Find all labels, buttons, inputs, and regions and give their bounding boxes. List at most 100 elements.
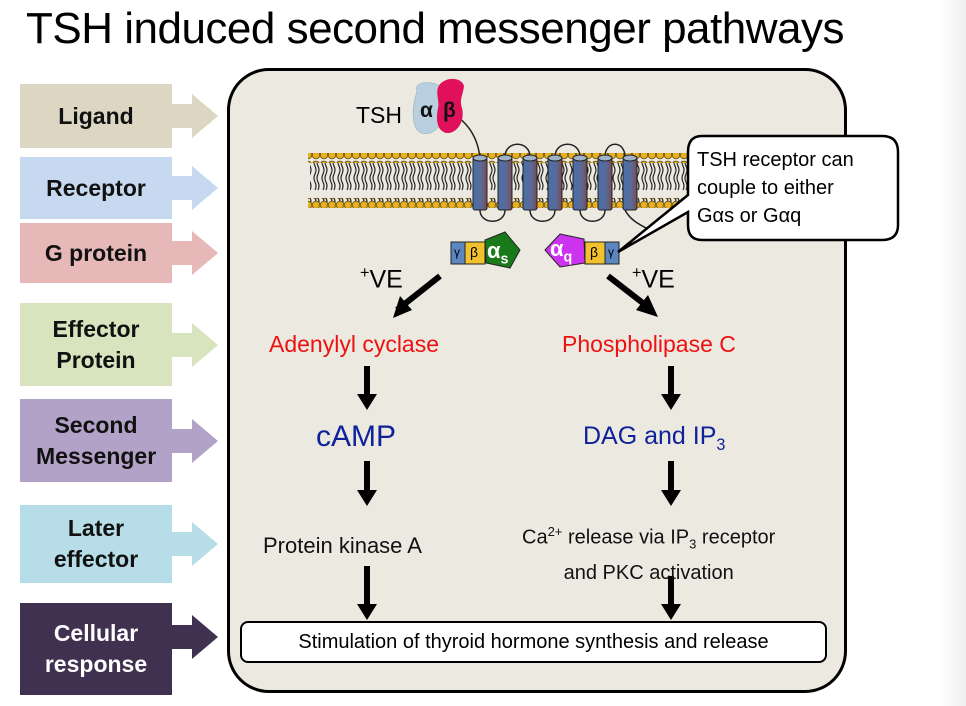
transmembrane-helix	[597, 157, 613, 211]
stage-receptor: Receptor	[20, 157, 218, 219]
arrow-gs-to-ac	[393, 273, 442, 318]
stage-box: Later effector	[20, 505, 172, 583]
right-edge-shadow	[940, 0, 966, 706]
g-protein-gs	[450, 231, 521, 269]
tsh-label: TSH	[356, 102, 402, 128]
receptor-loops	[454, 114, 651, 231]
helix-top	[622, 154, 638, 162]
left-activation-label: +VE	[360, 264, 403, 294]
ca-text: Ca	[522, 526, 548, 549]
ca-sup: 2+	[547, 524, 563, 539]
helix-top	[572, 154, 588, 162]
gs-alpha-label: αs	[487, 238, 508, 267]
ca-text: receptor	[696, 526, 776, 549]
stage-ligand: Ligand	[20, 84, 218, 148]
stage-box: Receptor	[20, 157, 172, 219]
stage-label: Receptor	[46, 174, 146, 201]
transmembrane-helix	[572, 157, 588, 211]
ca-release-line1: Ca2+ release via IP3 receptor	[522, 518, 775, 559]
cellular-response-box: Stimulation of thyroid hormone synthesis…	[240, 621, 827, 663]
stage-box: Ligand	[20, 84, 172, 148]
gq-alpha-symbol: α	[550, 236, 564, 261]
callout-line: couple to either	[697, 177, 834, 199]
stage-box: G protein	[20, 223, 172, 283]
stage-label: Later effector	[53, 515, 139, 572]
callout-text: TSH receptor can couple to either Gαs or…	[697, 146, 854, 230]
transmembrane-helix	[522, 157, 538, 211]
stage-second-messenger: Second Messenger	[20, 399, 218, 482]
stage-arrow-head	[192, 94, 218, 138]
gq-alpha-subscript: q	[563, 249, 573, 266]
tsh-ligand	[412, 78, 464, 134]
stage-arrow-shaft	[170, 176, 194, 200]
callout-bubble	[617, 134, 900, 254]
helix-top	[472, 154, 488, 162]
gq-beta-label: β	[590, 244, 599, 260]
dag-ip3-label: DAG and IP3	[583, 422, 725, 455]
stage-arrow-shaft	[170, 333, 194, 357]
stage-arrow-head	[192, 419, 218, 463]
adenylyl-cyclase-label: Adenylyl cyclase	[269, 331, 440, 357]
phospholipase-c-label: Phospholipase C	[562, 331, 736, 357]
vertical-arrows	[357, 366, 681, 620]
stage-box: Effector Protein	[20, 303, 172, 386]
tsh-alpha-subunit: α	[420, 99, 433, 122]
stage-label: Ligand	[58, 102, 134, 129]
stage-label: G protein	[44, 239, 148, 266]
stage-arrow-head	[192, 615, 218, 659]
gs-beta-label: β	[470, 244, 479, 260]
protein-kinase-a-label: Protein kinase A	[263, 533, 422, 558]
ca-release-label: Ca2+ release via IP3 receptor and PKC ac…	[522, 518, 775, 587]
stage-cellular-response: Cellular response	[20, 603, 218, 695]
stage-label: Second Messenger	[36, 411, 157, 469]
activation-text: VE	[369, 265, 403, 294]
stage-arrow-head	[192, 323, 218, 367]
callout-line: TSH receptor can	[697, 149, 854, 171]
activation-text: VE	[641, 265, 675, 294]
stage-arrow-shaft	[170, 625, 194, 649]
gs-gamma-label: γ	[454, 245, 460, 259]
stage-later-effector: Later effector	[20, 505, 218, 583]
tsh-beta-subunit: β	[443, 99, 456, 122]
dag-ip3-main: DAG and IP	[583, 422, 717, 450]
tsh-receptor	[472, 154, 638, 211]
dag-ip3-subscript: 3	[716, 436, 726, 454]
camp-label: cAMP	[316, 420, 397, 453]
stage-arrow-head	[192, 231, 218, 275]
stage-arrow-shaft	[170, 104, 194, 128]
stage-arrow-shaft	[170, 241, 194, 265]
gq-alpha-label: αq	[550, 236, 572, 265]
down-arrow	[661, 576, 681, 620]
helix-top	[497, 154, 513, 162]
transmembrane-helix	[472, 157, 488, 211]
ca-text: release via IP	[562, 526, 690, 549]
stage-box: Second Messenger	[20, 399, 172, 482]
down-arrow	[357, 461, 377, 506]
g-protein-gq	[544, 233, 620, 268]
stage-g-protein: G protein	[20, 223, 218, 283]
activation-sup: +	[632, 264, 642, 282]
stage-arrow-head	[192, 166, 218, 210]
right-activation-label: +VE	[632, 264, 675, 294]
arrow-gq-to-plc	[606, 273, 658, 317]
down-arrow	[357, 366, 377, 410]
transmembrane-helix	[497, 157, 513, 211]
gs-alpha-subscript: s	[500, 251, 509, 268]
stage-arrow-shaft	[170, 429, 194, 453]
activation-sup: +	[360, 264, 370, 282]
callout-line: Gαs or Gαq	[697, 205, 802, 227]
stage-arrow-head	[192, 522, 218, 566]
down-arrow	[661, 461, 681, 506]
helix-top	[547, 154, 563, 162]
helix-top	[522, 154, 538, 162]
transmembrane-helix	[547, 157, 563, 211]
ip3-sub: 3	[689, 536, 697, 552]
gs-alpha-symbol: α	[487, 238, 501, 263]
transmembrane-helix	[622, 157, 638, 211]
stage-label: Effector Protein	[52, 315, 140, 373]
down-arrow	[357, 566, 377, 620]
gq-gamma-label: γ	[608, 245, 614, 259]
helix-top	[597, 154, 613, 162]
ca-release-line2: and PKC activation	[563, 561, 734, 584]
